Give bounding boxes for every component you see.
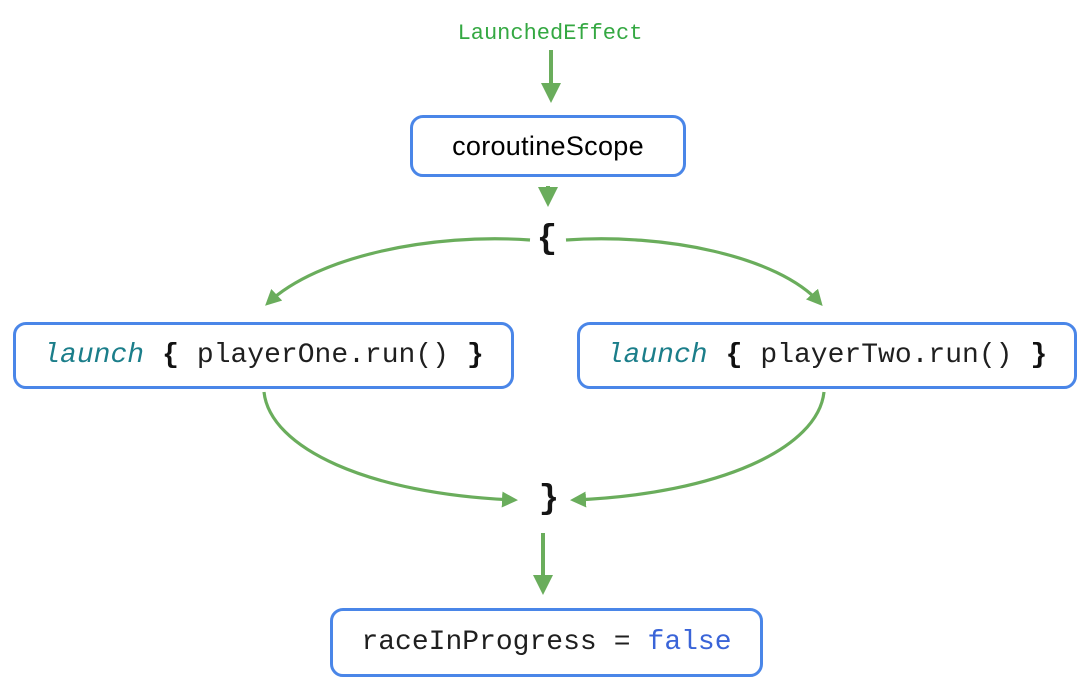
launch-player-one-code: launch { playerOne.run() } — [43, 340, 484, 371]
launch-player-two-node: launch { playerTwo.run() } — [577, 322, 1077, 389]
launch-keyword: launch — [606, 340, 708, 371]
open-brace-glyph: { — [162, 340, 179, 371]
curve-launch-left-to-close-brace — [262, 391, 518, 508]
launched-effect-label: LaunchedEffect — [457, 21, 643, 46]
equals-operator: = — [613, 627, 631, 658]
coroutine-scope-label: coroutineScope — [452, 130, 644, 161]
curve-open-brace-to-launch-left — [265, 237, 531, 306]
open-brace-glyph: { — [725, 340, 743, 371]
player-two-call: playerTwo.run() — [760, 340, 1013, 371]
coroutine-scope-node: coroutineScope — [410, 115, 686, 177]
launch-player-one-node: launch { playerOne.run() } — [13, 322, 514, 389]
close-brace-glyph: } — [1030, 340, 1048, 371]
result-variable: raceInProgress — [361, 627, 597, 658]
curve-open-brace-to-launch-right — [565, 237, 823, 306]
curve-launch-right-to-close-brace — [570, 391, 826, 508]
launch-keyword: launch — [43, 340, 145, 371]
race-in-progress-code: raceInProgress = false — [361, 627, 731, 658]
close-brace-glyph: } — [466, 340, 484, 371]
open-brace: { — [536, 221, 558, 259]
race-in-progress-node: raceInProgress = false — [330, 608, 763, 677]
close-brace: } — [538, 481, 560, 519]
player-one-call: playerOne.run() — [196, 340, 449, 371]
false-value: false — [647, 627, 732, 658]
launch-player-two-code: launch { playerTwo.run() } — [607, 340, 1048, 371]
